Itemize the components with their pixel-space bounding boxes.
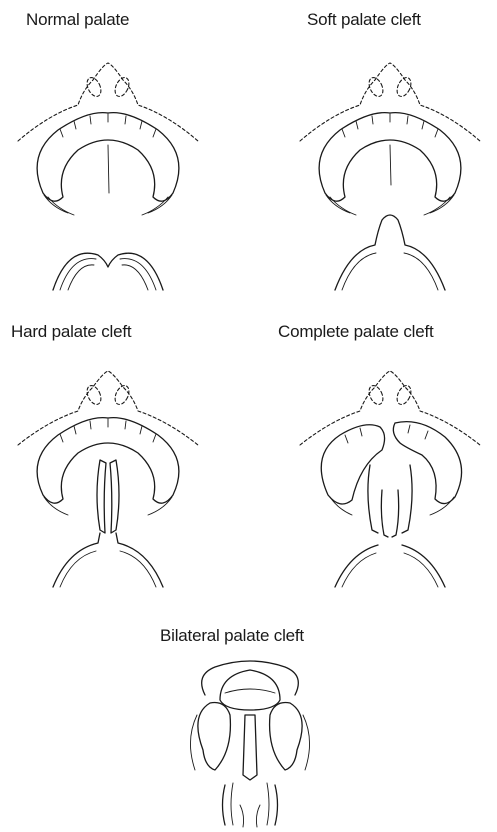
label-hard-palate-cleft: Hard palate cleft bbox=[11, 322, 131, 342]
diagram-normal-palate bbox=[8, 45, 208, 305]
diagram-complete-palate-cleft bbox=[290, 355, 490, 595]
label-soft-palate-cleft: Soft palate cleft bbox=[307, 10, 421, 30]
label-complete-palate-cleft: Complete palate cleft bbox=[278, 322, 434, 342]
label-normal-palate: Normal palate bbox=[26, 10, 129, 30]
diagram-bilateral-palate-cleft bbox=[175, 655, 325, 830]
diagram-hard-palate-cleft bbox=[8, 355, 208, 595]
label-bilateral-palate-cleft: Bilateral palate cleft bbox=[160, 626, 304, 646]
diagram-soft-palate-cleft bbox=[290, 45, 490, 305]
